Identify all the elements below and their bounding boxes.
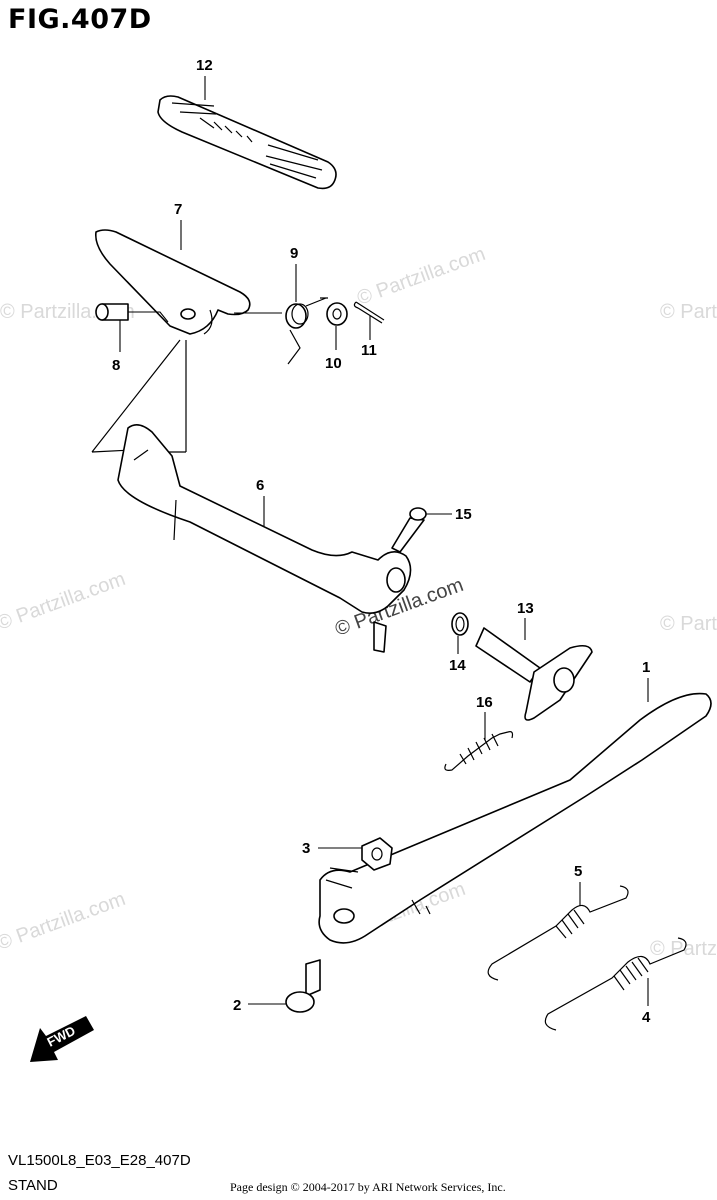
callout-7: 7 [174,201,182,218]
callout-3: 3 [302,840,310,857]
part-11-cotter-pin [353,301,385,324]
watermark: © Partzilla.com [0,568,128,635]
callout-5: 5 [574,863,582,880]
callout-6: 6 [256,477,264,494]
watermark: © Partzilla.com [0,888,128,955]
part-5-spring [487,885,629,981]
part-4-spring [544,937,687,1031]
part-8-pin [95,303,129,321]
callout-4: 4 [642,1009,651,1026]
callout-15: 15 [455,506,472,523]
part-3-nut [361,837,393,871]
callout-14: 14 [449,657,466,674]
watermark: © Partzilla.com [354,243,488,310]
part-9-spring [285,297,328,365]
callout-8: 8 [112,357,120,374]
copyright-notice: Page design © 2004-2017 by ARI Network S… [230,1180,506,1194]
callout-2: 2 [233,997,241,1014]
fwd-direction-arrow: FWD [30,1016,94,1062]
watermark: © Partzilla.com [660,613,717,635]
callout-10: 10 [325,355,342,372]
part-12-footrest-rubber [157,95,337,190]
callout-12: 12 [196,57,213,74]
part-16-spring [444,731,514,771]
watermark: © Partzilla.com [660,301,717,323]
callout-11: 11 [361,342,377,359]
part-7-footrest [94,229,251,335]
callout-9: 9 [290,245,298,262]
callout-1: 1 [642,659,650,676]
part-13-shaft [475,627,593,721]
section-name: STAND [8,1177,58,1194]
figure-title: FIG.407D [8,4,152,35]
part-10-washer [326,302,348,326]
part-2-bolt [285,959,321,1013]
watermark: © Partzilla.com [650,938,717,960]
part-1-side-stand [318,692,712,944]
callout-13: 13 [517,600,534,617]
figure-reference: VL1500L8_E03_E28_407D [8,1152,191,1169]
part-15-bolt [391,507,427,553]
part-6-bracket [117,424,412,653]
part-14-circlip [451,612,469,636]
callout-16: 16 [476,694,493,711]
